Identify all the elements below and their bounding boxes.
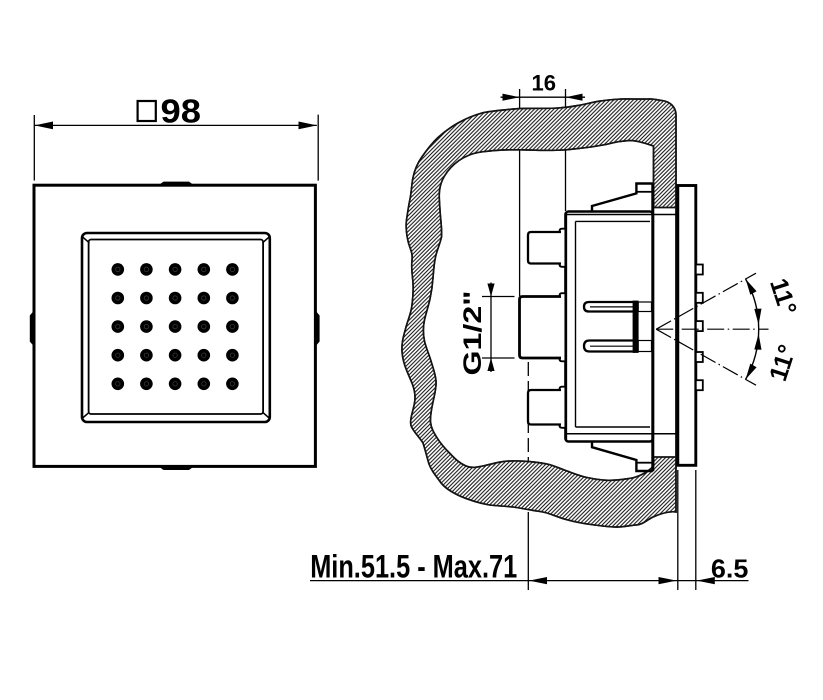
svg-text:G1/2": G1/2" [459, 291, 487, 376]
svg-text:16: 16 [532, 71, 556, 96]
svg-text:11°: 11° [764, 341, 802, 384]
svg-text:6.5: 6.5 [711, 554, 749, 584]
svg-text:Min.51.5 - Max.71: Min.51.5 - Max.71 [310, 549, 517, 585]
svg-text:98: 98 [161, 93, 202, 130]
svg-text:11°: 11° [764, 275, 802, 318]
